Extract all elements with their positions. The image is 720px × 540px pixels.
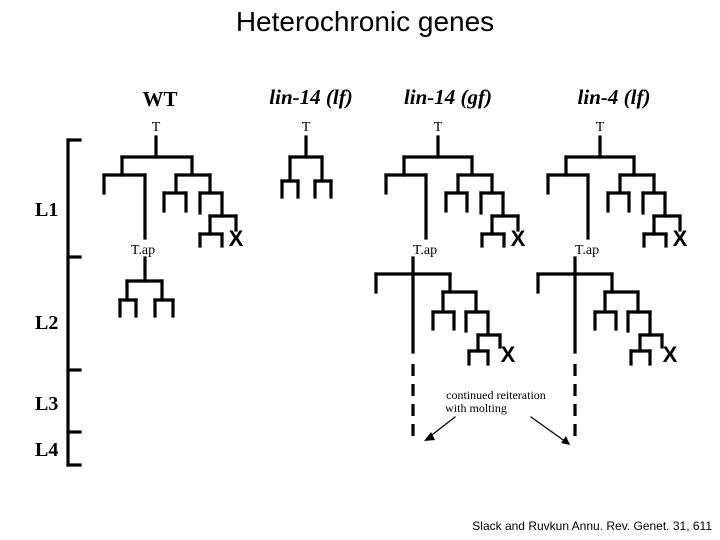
arrowhead-left (424, 432, 435, 441)
lineage-lin4-lf (536, 135, 682, 442)
stage-label-l4: L4 (35, 439, 58, 461)
arrow-right (530, 416, 567, 443)
arrow-left (427, 416, 456, 439)
time-axis (66, 138, 82, 467)
cell-label-t: T (302, 120, 311, 135)
column-header-lin4-lf: lin-4 (lf) (578, 85, 651, 109)
lineage-lin14-gf (374, 135, 520, 442)
annotation-arrows (427, 416, 567, 443)
column-header-lin14-lf: lin-14 (lf) (269, 85, 352, 109)
cell-death-mark: X (663, 342, 678, 367)
page-title: Heterochronic genes (235, 6, 495, 37)
arrowhead-right (561, 436, 570, 445)
lineage-wt (102, 135, 238, 318)
cell-label-t: T (596, 120, 605, 135)
cell-label-t: T (434, 120, 443, 135)
cell-death-mark: X (501, 342, 516, 367)
cell-label-tap: T.ap (413, 243, 437, 258)
cell-label-tap: T.ap (131, 243, 155, 258)
stage-label-l2: L2 (35, 312, 58, 334)
cell-death-mark: X (511, 226, 526, 251)
cell-label-t: T (152, 120, 161, 135)
column-header-lin14-gf: lin-14 (gf) (404, 85, 492, 109)
citation: Slack and Ruvkun Annu. Rev. Genet. 31, 6… (472, 519, 712, 533)
annotation-line-1: continued reiteration (446, 388, 546, 402)
lineage-lin14-lf (280, 135, 333, 199)
stage-label-l3: L3 (35, 393, 58, 415)
stage-label-l1: L1 (35, 199, 58, 221)
annotation-line-2: with molting (445, 401, 507, 415)
column-header-wt: WT (142, 87, 177, 111)
cell-death-mark: X (673, 226, 688, 251)
cell-label-tap: T.ap (575, 243, 599, 258)
cell-death-mark: X (229, 226, 244, 251)
